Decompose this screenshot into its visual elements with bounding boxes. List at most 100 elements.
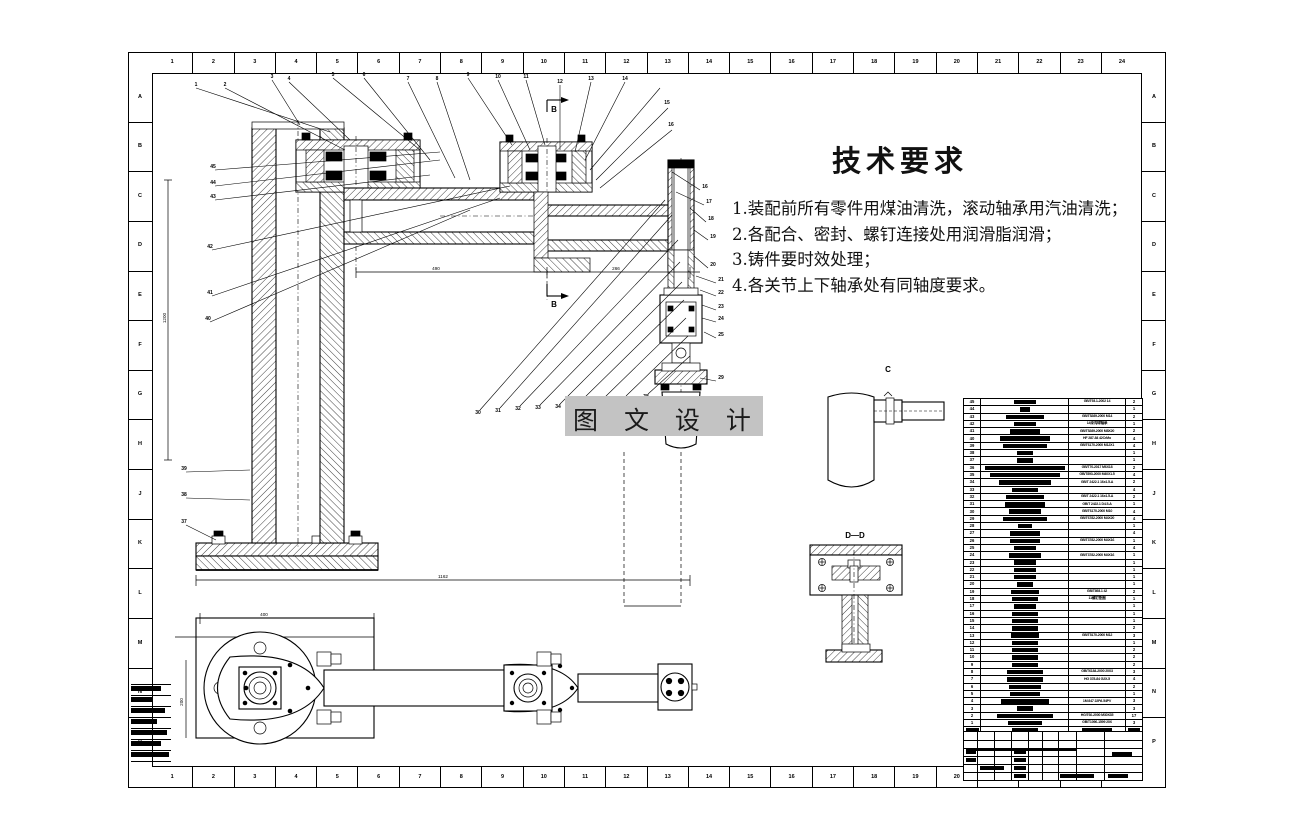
technical-requirement-item-4: 4.各关节上下轴承处有同轴度要求。 — [732, 275, 996, 295]
bom-item-qty: 2 — [1132, 588, 1136, 594]
bom-item-number: 41 — [964, 428, 981, 435]
bom-item-name — [981, 508, 1069, 515]
bom-item-number: 2 — [964, 712, 981, 720]
bom-item-qty: 2 — [1132, 399, 1136, 405]
zone-cell-1: 1 — [152, 767, 194, 788]
bom-item-spec — [1069, 581, 1126, 588]
bom-item-qty: 4 — [1132, 442, 1136, 448]
bom-item-qty: 1 — [1132, 450, 1136, 456]
zone-cell-11: 11 — [565, 767, 607, 788]
bom-name-text — [984, 465, 1065, 471]
bom-item-number: 40 — [964, 435, 981, 442]
bom-header-number — [964, 727, 981, 734]
bom-name-text — [1011, 626, 1038, 631]
zone-cell-21: 21 — [978, 52, 1020, 73]
bom-header-qty — [1126, 727, 1142, 733]
bom-item-number: 33 — [964, 486, 981, 493]
watermark: 图 文 设 计 — [565, 396, 763, 436]
zone-cell-18: 18 — [854, 52, 896, 73]
bom-item-qty: 1 — [1132, 610, 1136, 616]
bom-header-spec — [1069, 727, 1126, 734]
bom-name-text — [1009, 691, 1040, 697]
bom-item-number: 11 — [964, 647, 981, 654]
bom-name-text — [1011, 487, 1038, 492]
bom-header-text — [965, 728, 979, 733]
zone-cell-16: 16 — [771, 767, 813, 788]
bom-item-name — [981, 705, 1069, 712]
bom-item-number: 21 — [964, 574, 981, 581]
zone-cell-4: 4 — [276, 52, 318, 73]
bom-item-name — [981, 625, 1069, 632]
bom-item-name — [981, 428, 1069, 435]
bom-item-spec — [1069, 574, 1126, 581]
bom-item-number: 17 — [964, 603, 981, 610]
bom-item-name — [981, 661, 1069, 668]
bom-name-text — [1013, 421, 1036, 427]
zone-cell-N: N — [1142, 669, 1166, 719]
zone-cell-F: F — [1142, 321, 1166, 371]
bom-item-qty: 1 — [1132, 581, 1136, 587]
bom-item-qty: 1 — [1132, 552, 1136, 558]
bom-item-spec — [1069, 625, 1126, 632]
zone-cell-8: 8 — [441, 767, 483, 788]
zone-cell-4: 4 — [276, 767, 318, 788]
zone-cell-6: 6 — [358, 52, 400, 73]
title-block-grid — [964, 732, 1142, 780]
bom-item-spec — [1069, 559, 1126, 566]
bom-item-spec: GB/T6170-2000 M12X1 — [1069, 442, 1126, 450]
zone-cell-D: D — [128, 222, 152, 272]
zone-cell-16: 16 — [771, 52, 813, 73]
zone-cell-F: F — [128, 321, 152, 371]
bom-item-qty: 3 — [1132, 698, 1136, 704]
bom-item-number: 1 — [964, 720, 981, 727]
zone-cell-24: 24 — [1118, 58, 1126, 65]
bom-item-name — [981, 581, 1069, 588]
bom-item-number: 6 — [964, 683, 981, 690]
bom-item-number: 3 — [964, 705, 981, 712]
bom-name-text — [1005, 414, 1044, 419]
watermark-text: 图 文 设 计 — [573, 406, 760, 435]
zone-cell-D: D — [1142, 222, 1166, 272]
bom-name-text — [1017, 524, 1032, 529]
bom-item-spec: GB/T 2422.1 D4.5-A — [1069, 501, 1126, 508]
bom-item-spec — [1069, 530, 1126, 537]
bom-item-name — [981, 530, 1069, 537]
bom-item-spec — [1069, 544, 1126, 552]
bom-name-text — [1009, 429, 1040, 434]
bom-item-qty: 1 — [1132, 566, 1136, 572]
bom-item-spec — [1069, 639, 1126, 647]
zone-cell-J: J — [1142, 470, 1166, 520]
zone-cell-L: L — [128, 569, 152, 620]
bom-item-name — [981, 690, 1069, 698]
zone-cell-G: G — [1142, 371, 1166, 421]
zone-cell-15: 15 — [730, 52, 772, 73]
zone-cell-K: K — [1142, 520, 1166, 570]
technical-requirement-item-1: 1.装配前所有零件用煤油清洗，滚动轴承用汽油清洗； — [732, 199, 1128, 218]
zone-cell-19: 19 — [895, 767, 937, 788]
bom-item-qty: 1 — [1132, 617, 1136, 623]
zone-cell-B: B — [128, 123, 152, 173]
zone-cell-G: G — [128, 371, 152, 421]
bom-item-spec — [1069, 457, 1126, 464]
zone-cell-H: H — [128, 420, 152, 471]
bom-item-qty: 1 — [1132, 639, 1136, 645]
bom-item-spec — [1069, 523, 1126, 530]
bom-item-number: 45 — [964, 399, 981, 406]
revision-strip — [131, 684, 171, 766]
bom-item-spec: GB/T6170-2000 M10 — [1069, 508, 1126, 515]
bom-item-number: 25 — [964, 544, 981, 552]
bom-item-number: 19 — [964, 588, 981, 596]
